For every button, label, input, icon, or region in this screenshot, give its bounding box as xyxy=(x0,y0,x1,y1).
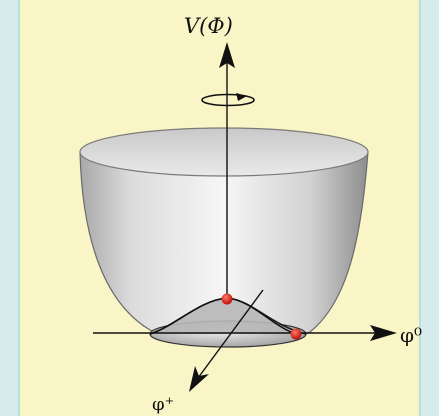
horizontal-axis-label: φ⁰ xyxy=(400,323,422,347)
unstable-maximum-point xyxy=(221,293,233,305)
bowl-rim xyxy=(79,127,369,177)
vacuum-minimum-point xyxy=(290,328,302,340)
vertical-axis-label: V(Φ) xyxy=(184,14,233,38)
vertical-axis-arrowhead xyxy=(219,42,235,68)
diagonal-axis-arrowhead xyxy=(189,366,209,392)
rotation-arrow-icon xyxy=(201,93,255,107)
diagonal-axis-label: φ⁺ xyxy=(152,394,174,415)
horizontal-axis-arrowhead xyxy=(370,325,397,341)
diagonal-axis-line xyxy=(197,289,264,379)
